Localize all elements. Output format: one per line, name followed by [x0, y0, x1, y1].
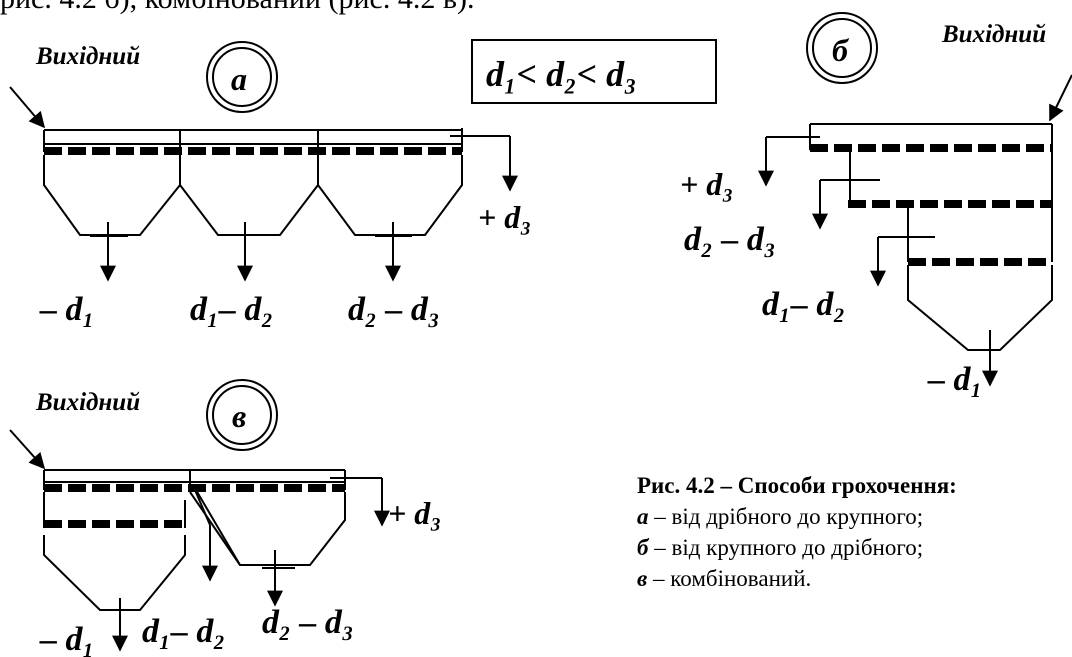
panel-b-product-1: d₂ – d₃ [684, 221, 776, 258]
panel-a-product-2: d₁– d₂ [190, 291, 273, 328]
panel-b-oversize: + d₃ [680, 166, 733, 202]
panel-v-oversize: + d₃ [388, 495, 441, 531]
panel-v-circle [206, 379, 278, 451]
panel-a-product-3: d₂ – d₃ [348, 291, 440, 328]
panel-b-letter: б [832, 32, 850, 68]
panel-b-input-label: Вихідний [941, 21, 1046, 48]
panel-a-letter: а [231, 61, 247, 97]
panel-v [9, 379, 390, 652]
caption-item: а – від дрібного до крупного; [637, 501, 957, 532]
panel-v-product-1: – d₁ [39, 621, 94, 657]
header-text: рис. 4.2 б), комбінований (рис. 4.2 в). [0, 0, 475, 15]
caption-key: б [637, 535, 649, 560]
caption-title: Рис. 4.2 – Способи грохочення: [637, 473, 957, 498]
input-arrow-b [1049, 74, 1072, 122]
caption-text: – від дрібного до крупного; [648, 504, 924, 529]
panel-b [758, 12, 1072, 387]
input-arrow [9, 86, 46, 129]
panel-a [9, 41, 518, 282]
caption-key: а [637, 504, 649, 529]
caption-text: – комбінований. [647, 566, 812, 591]
condition-box [471, 39, 717, 104]
panel-v-letter: в [232, 398, 246, 434]
panel-b-product-2: d₁– d₂ [762, 286, 845, 323]
input-arrow-v [9, 429, 46, 470]
caption-item: в – комбінований. [637, 563, 957, 594]
condition-text: d₁< d₂< d₃ [486, 54, 637, 94]
panel-a-product-1: – d₁ [39, 291, 94, 328]
caption-item: б – від крупного до дрібного; [637, 532, 957, 563]
panel-a-circle [206, 41, 278, 113]
panel-b-circle [806, 12, 878, 84]
panel-a-input-label: Вихідний [35, 43, 140, 70]
caption-key: в [637, 566, 648, 591]
figure-caption: Рис. 4.2 – Способи грохочення: а – від д… [637, 470, 957, 594]
panel-b-product-3: – d₁ [927, 361, 982, 398]
panel-a-oversize: + d₃ [478, 199, 531, 235]
caption-text: – від крупного до дрібного; [648, 535, 924, 560]
panel-v-input-label: Вихідний [35, 389, 140, 416]
panel-v-product-3: d₂ – d₃ [262, 604, 354, 641]
panel-v-product-2: d₁– d₂ [142, 613, 225, 650]
